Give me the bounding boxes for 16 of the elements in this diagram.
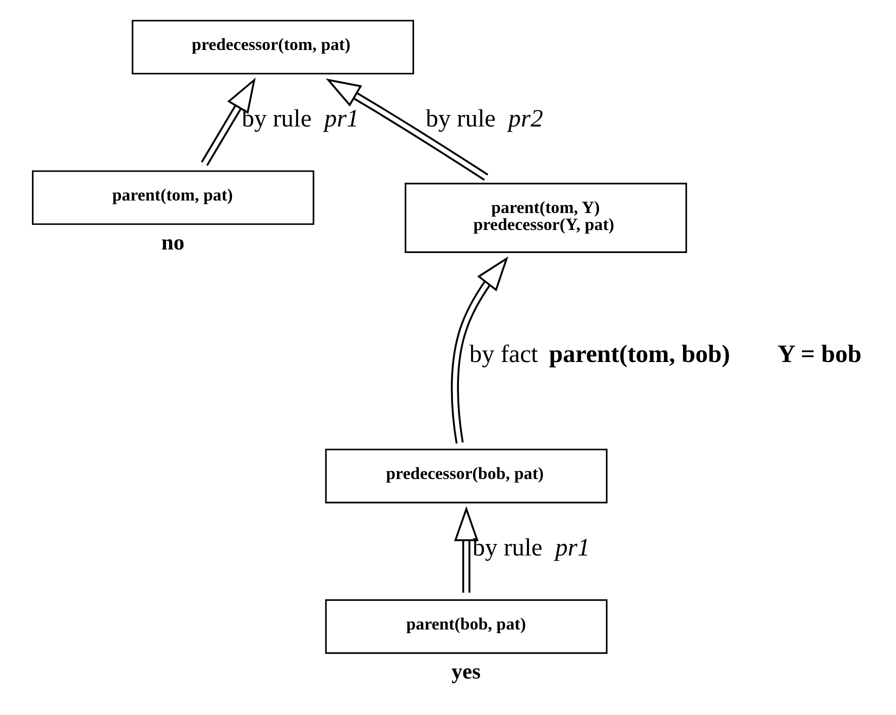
edge-label: by rule pr1 (242, 105, 360, 132)
edge-label: by fact parent(tom, bob) (469, 340, 730, 368)
node-box: predecessor(tom, pat) (132, 20, 414, 74)
arrow (326, 78, 488, 181)
edge-label: by rule pr2 (426, 105, 544, 132)
node-box: parent(bob, pat) (325, 599, 608, 654)
arrow (454, 506, 479, 593)
node-box: parent(tom, Y) predecessor(Y, pat) (404, 182, 688, 253)
edge-label: by rule pr1 (472, 534, 590, 562)
node-box: predecessor(bob, pat) (325, 448, 608, 504)
node-label: yes (452, 659, 481, 684)
arrow (200, 78, 256, 166)
node-label: no (161, 230, 184, 254)
label: Y = bob (777, 340, 862, 368)
node-box: parent(tom, pat) (32, 170, 314, 225)
arrow (450, 256, 508, 444)
